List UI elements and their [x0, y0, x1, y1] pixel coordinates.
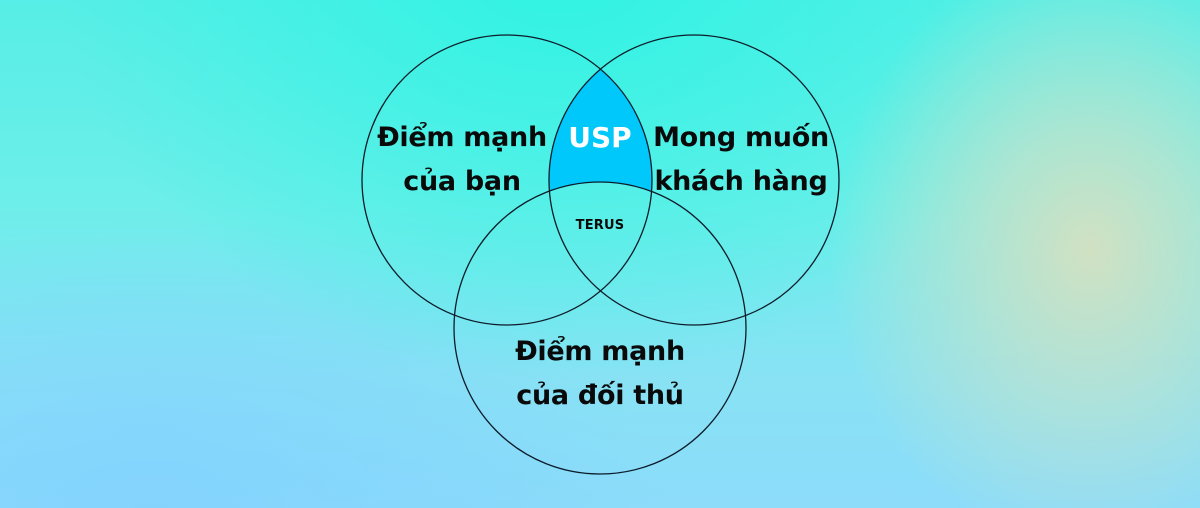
label-customer-desires-line2: khách hàng	[654, 166, 828, 197]
label-your-strengths-line2: của bạn	[403, 166, 521, 197]
label-competitor-strengths-line2: của đối thủ	[516, 380, 684, 411]
circle-your-strengths	[361, 34, 653, 326]
label-your-strengths: Điểm mạnh của bạn	[372, 116, 552, 204]
circle-customer-desires	[548, 34, 840, 326]
usp-label: USP	[568, 121, 632, 154]
label-competitor-strengths-line1: Điểm mạnh	[515, 336, 685, 367]
circle-competitor-strengths	[453, 181, 747, 475]
terus-label: TERUS	[575, 218, 625, 233]
label-customer-desires: Mong muốn khách hàng	[648, 116, 834, 204]
label-your-strengths-line1: Điểm mạnh	[377, 122, 547, 153]
label-customer-desires-line1: Mong muốn	[653, 122, 829, 153]
label-competitor-strengths: Điểm mạnh của đối thủ	[505, 330, 695, 418]
